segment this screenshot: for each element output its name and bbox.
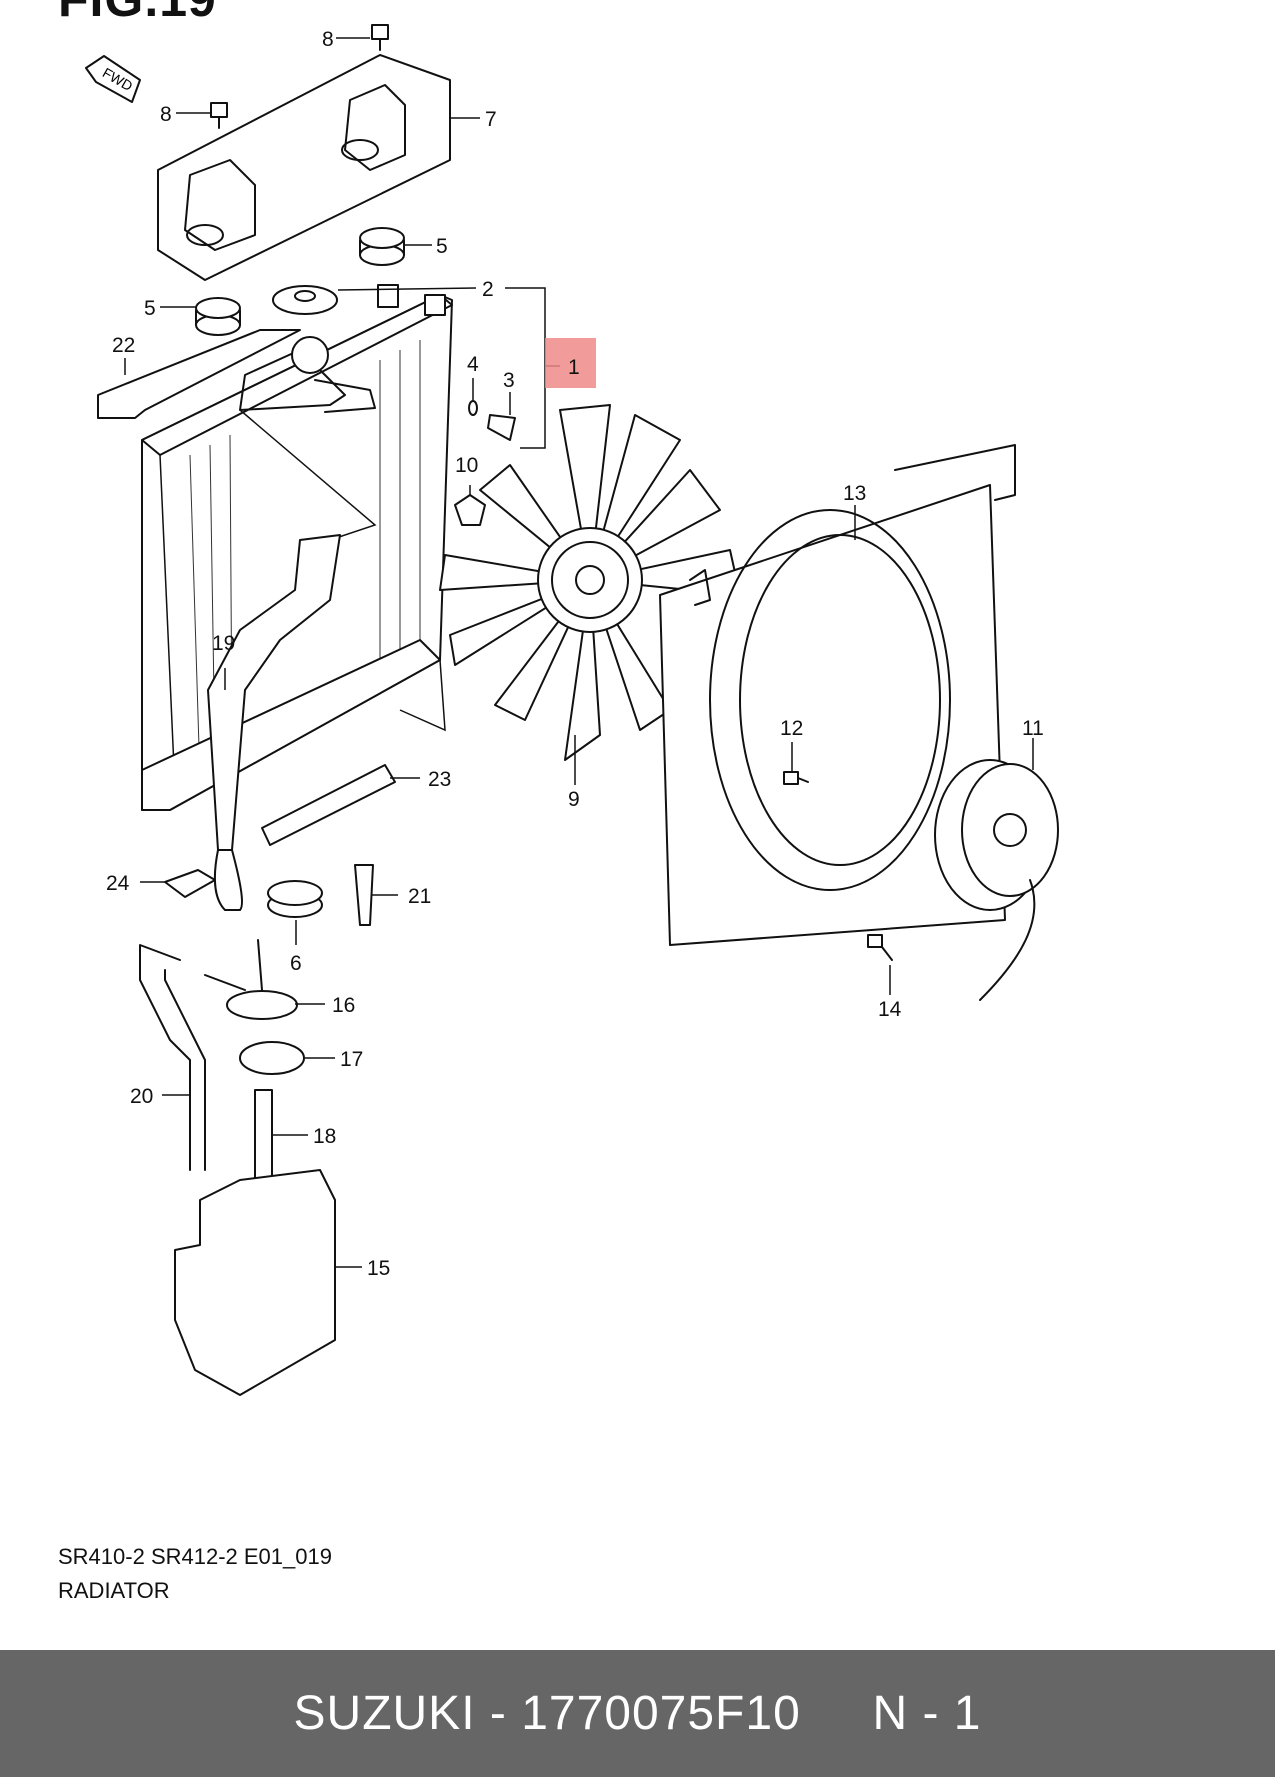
footer-bar: SUZUKI - 1770075F10 N - 1 [0, 1650, 1275, 1777]
diagram-drawing: FWD [85, 24, 1059, 1396]
part-o-ring [468, 400, 478, 416]
callout-6: 6 [290, 952, 302, 975]
bolt-icon [783, 771, 809, 785]
part-clip [164, 869, 216, 898]
callout-5: 5 [436, 235, 448, 258]
callout-1: 1 [568, 356, 580, 379]
part-tank-cap-assembly [204, 939, 298, 1020]
footer-part-number: SUZUKI - 1770075F10 N - 1 [293, 1687, 982, 1740]
callout-23: 23 [428, 768, 451, 791]
fwd-arrow-icon: FWD [85, 55, 141, 103]
callout-9: 9 [568, 788, 580, 811]
callout-4: 4 [467, 353, 479, 376]
diagram-code: SR410-2 SR412-2 E01_019 [58, 1544, 332, 1569]
bolt-icon [210, 102, 228, 129]
grommet-icon [359, 227, 405, 266]
callout-11: 11 [1022, 717, 1044, 740]
callout-17: 17 [340, 1048, 363, 1071]
callout-13: 13 [843, 482, 866, 505]
callout-8: 8 [160, 103, 172, 126]
part-gasket [239, 1041, 305, 1075]
callout-8: 8 [322, 28, 334, 51]
part-drain-plug [354, 864, 374, 926]
callout-2: 2 [482, 278, 494, 301]
callout-19: 19 [212, 632, 235, 655]
callout-12: 12 [780, 717, 803, 740]
part-drain-cock [487, 414, 516, 441]
grommet-icon [195, 297, 241, 336]
part-fan-motor [934, 759, 1059, 1001]
callout-16: 16 [332, 994, 355, 1017]
part-cooling-fan [439, 404, 741, 761]
callout-highlight [545, 338, 596, 388]
part-seal-strip [261, 764, 396, 846]
callout-21: 21 [408, 885, 431, 908]
part-reservoir-tank [174, 1169, 336, 1396]
part-nut [454, 494, 486, 526]
diagram-name: RADIATOR [58, 1578, 170, 1603]
callout-20: 20 [130, 1085, 153, 1108]
callout-15: 15 [367, 1257, 390, 1280]
part-mount-bracket [97, 329, 301, 419]
part-bracket-plate [157, 54, 451, 281]
callout-18: 18 [313, 1125, 336, 1148]
callout-10: 10 [455, 454, 478, 477]
callout-3: 3 [503, 369, 515, 392]
figure-title: FIG.19 [58, 0, 217, 28]
bolt-icon [867, 934, 893, 961]
callout-labels: 1 2 3 4 5 5 6 7 8 8 9 10 11 12 13 14 15 … [106, 28, 1044, 1280]
callout-24: 24 [106, 872, 130, 895]
callout-14: 14 [878, 998, 902, 1021]
part-tank-cap [267, 880, 323, 918]
callout-7: 7 [485, 108, 497, 131]
part-fan-shroud [659, 444, 1016, 946]
parts-diagram: FIG.19 FWD [58, 0, 1059, 1603]
bolt-icon [371, 24, 389, 51]
callout-5: 5 [144, 297, 156, 320]
callout-22: 22 [112, 334, 135, 357]
part-overflow-hose [139, 944, 206, 1171]
radiator-cap-icon [272, 285, 338, 315]
